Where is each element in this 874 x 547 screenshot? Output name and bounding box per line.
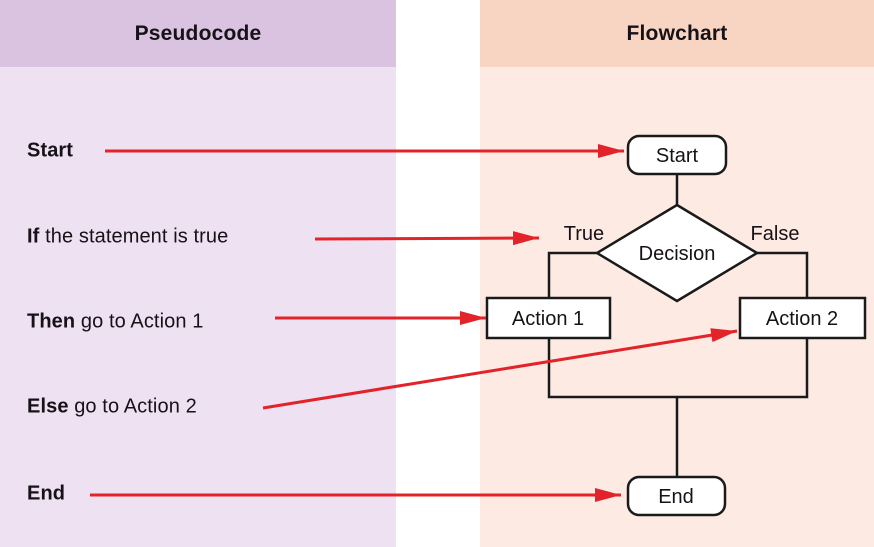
decision-label: Decision (639, 243, 716, 265)
end-node-label: End (658, 486, 694, 508)
flowchart-header: Flowchart (480, 0, 874, 67)
action2-label: Action 2 (766, 308, 838, 330)
action2-node (738, 296, 867, 340)
false-branch-label: False (751, 223, 800, 245)
pseudo-line-if: If the statement is true (27, 226, 228, 249)
pseudocode-column: Pseudocode (0, 0, 396, 547)
connector-actions-join (547, 338, 809, 399)
arrow-else-to-action2 (262, 328, 738, 410)
pseudo-keyword: If (27, 225, 40, 248)
pseudo-line-then: Then go to Action 1 (27, 311, 203, 334)
pseudo-text: go to Action 1 (75, 310, 204, 333)
pseudo-line-end: End (27, 483, 65, 506)
pseudo-keyword: End (27, 482, 66, 505)
pseudo-text: go to Action 2 (68, 395, 197, 418)
start-node (626, 134, 728, 176)
connector-true-branch (547, 251, 597, 300)
pseudocode-header: Pseudocode (0, 0, 396, 67)
pseudo-keyword: Start (27, 139, 74, 162)
connector-false-branch (757, 251, 809, 300)
pseudo-line-start: Start (27, 140, 73, 163)
pseudo-text: the statement is true (39, 225, 229, 248)
arrow-if-to-decision (314, 231, 540, 246)
decision-diamond (594, 203, 760, 303)
end-node (626, 475, 727, 517)
pseudo-line-else: Else go to Action 2 (27, 396, 197, 419)
pseudo-keyword: Then (27, 310, 76, 333)
true-branch-label: True (564, 223, 604, 245)
pseudo-keyword: Else (27, 395, 69, 418)
start-node-label: Start (656, 145, 699, 167)
action1-node (485, 296, 612, 340)
action1-label: Action 1 (512, 308, 584, 330)
